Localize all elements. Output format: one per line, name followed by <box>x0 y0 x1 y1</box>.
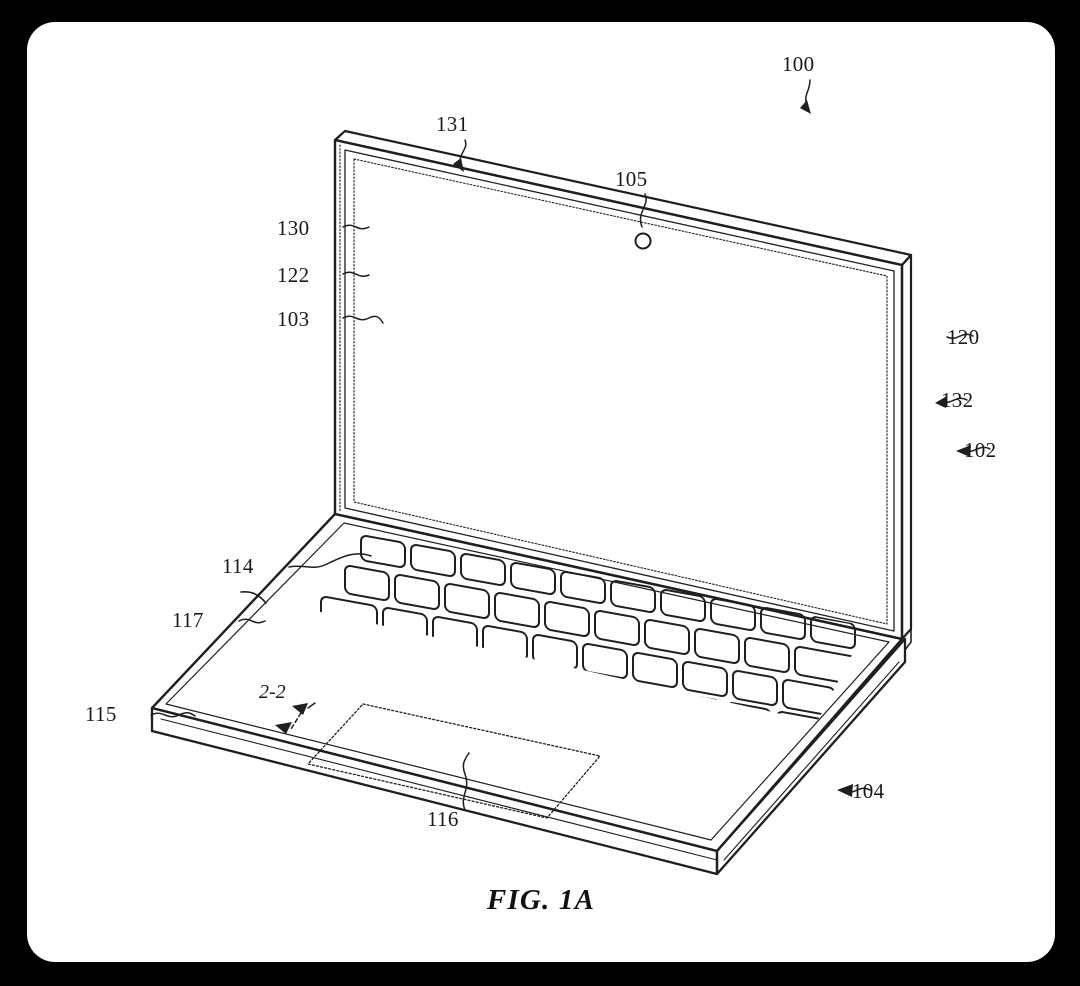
keyboard-row-1 <box>360 534 856 650</box>
leader-116 <box>462 752 470 811</box>
reference-numeral-122: 122 <box>277 263 310 287</box>
reference-numeral-131: 131 <box>436 112 469 136</box>
leader-lines <box>150 79 991 811</box>
leader-103 <box>342 315 384 324</box>
base-right-inner-line <box>723 661 900 861</box>
top-case-opening-notch <box>240 591 267 604</box>
reference-numeral-115: 115 <box>85 702 117 726</box>
display-housing-top-edge <box>333 129 913 267</box>
reference-numeral-100: 100 <box>782 52 815 76</box>
trackpad <box>307 703 601 819</box>
camera-icon <box>634 232 652 250</box>
reference-numeral-130: 130 <box>277 216 310 240</box>
display-housing-right-wall <box>900 253 913 641</box>
reference-numeral-104: 104 <box>852 779 885 803</box>
base-front-left-wall <box>150 706 719 876</box>
arrowhead-section-lower <box>275 722 292 734</box>
arrowhead-102 <box>956 445 971 457</box>
keyboard-row-5 <box>288 655 664 722</box>
arrowhead-100 <box>800 100 811 114</box>
leader-120 <box>946 333 974 339</box>
keyboard-row-4 <box>306 626 836 722</box>
reference-numeral-120: 120 <box>947 325 980 349</box>
keyboard-row-6 <box>272 686 562 722</box>
display-bezel-line <box>344 149 895 632</box>
leader-130 <box>342 224 370 230</box>
section-marker-2-2: 2-2 <box>259 681 286 703</box>
arrowhead-132 <box>935 396 947 408</box>
leader-105 <box>639 193 647 228</box>
top-case-inset <box>165 522 890 841</box>
reference-numeral-117: 117 <box>172 608 204 632</box>
reference-numeral-132: 132 <box>941 388 974 412</box>
reference-numeral-116: 116 <box>427 807 459 831</box>
leader-122 <box>342 271 370 277</box>
keyboard-row-3 <box>320 595 836 717</box>
arrowhead-131 <box>453 158 464 172</box>
arrowhead-section-upper <box>292 703 308 715</box>
section-tick-2-2 <box>307 702 316 709</box>
reference-numeral-114: 114 <box>222 554 254 578</box>
reference-numeral-105: 105 <box>615 167 648 191</box>
patent-page: 100 131 105 130 122 103 120 132 102 114 … <box>27 22 1055 962</box>
keyboard <box>272 534 858 722</box>
figure-caption: FIG. 1A <box>486 884 596 916</box>
leader-115 <box>150 712 196 718</box>
section-line-2-2 <box>290 712 302 730</box>
hinge-right-detail <box>901 628 912 651</box>
leader-114 <box>288 553 372 568</box>
arrowhead-104 <box>837 784 853 797</box>
display-cover-layer <box>353 158 888 625</box>
display-housing-outer <box>333 138 904 641</box>
reference-numeral-102: 102 <box>964 438 997 462</box>
leader-117 <box>238 618 266 624</box>
base-front-lower-line <box>160 718 718 861</box>
base-right-wall <box>715 637 907 876</box>
reference-numeral-103: 103 <box>277 307 310 331</box>
keyboard-row-2 <box>344 564 858 686</box>
patent-figure-drawing <box>150 79 991 876</box>
